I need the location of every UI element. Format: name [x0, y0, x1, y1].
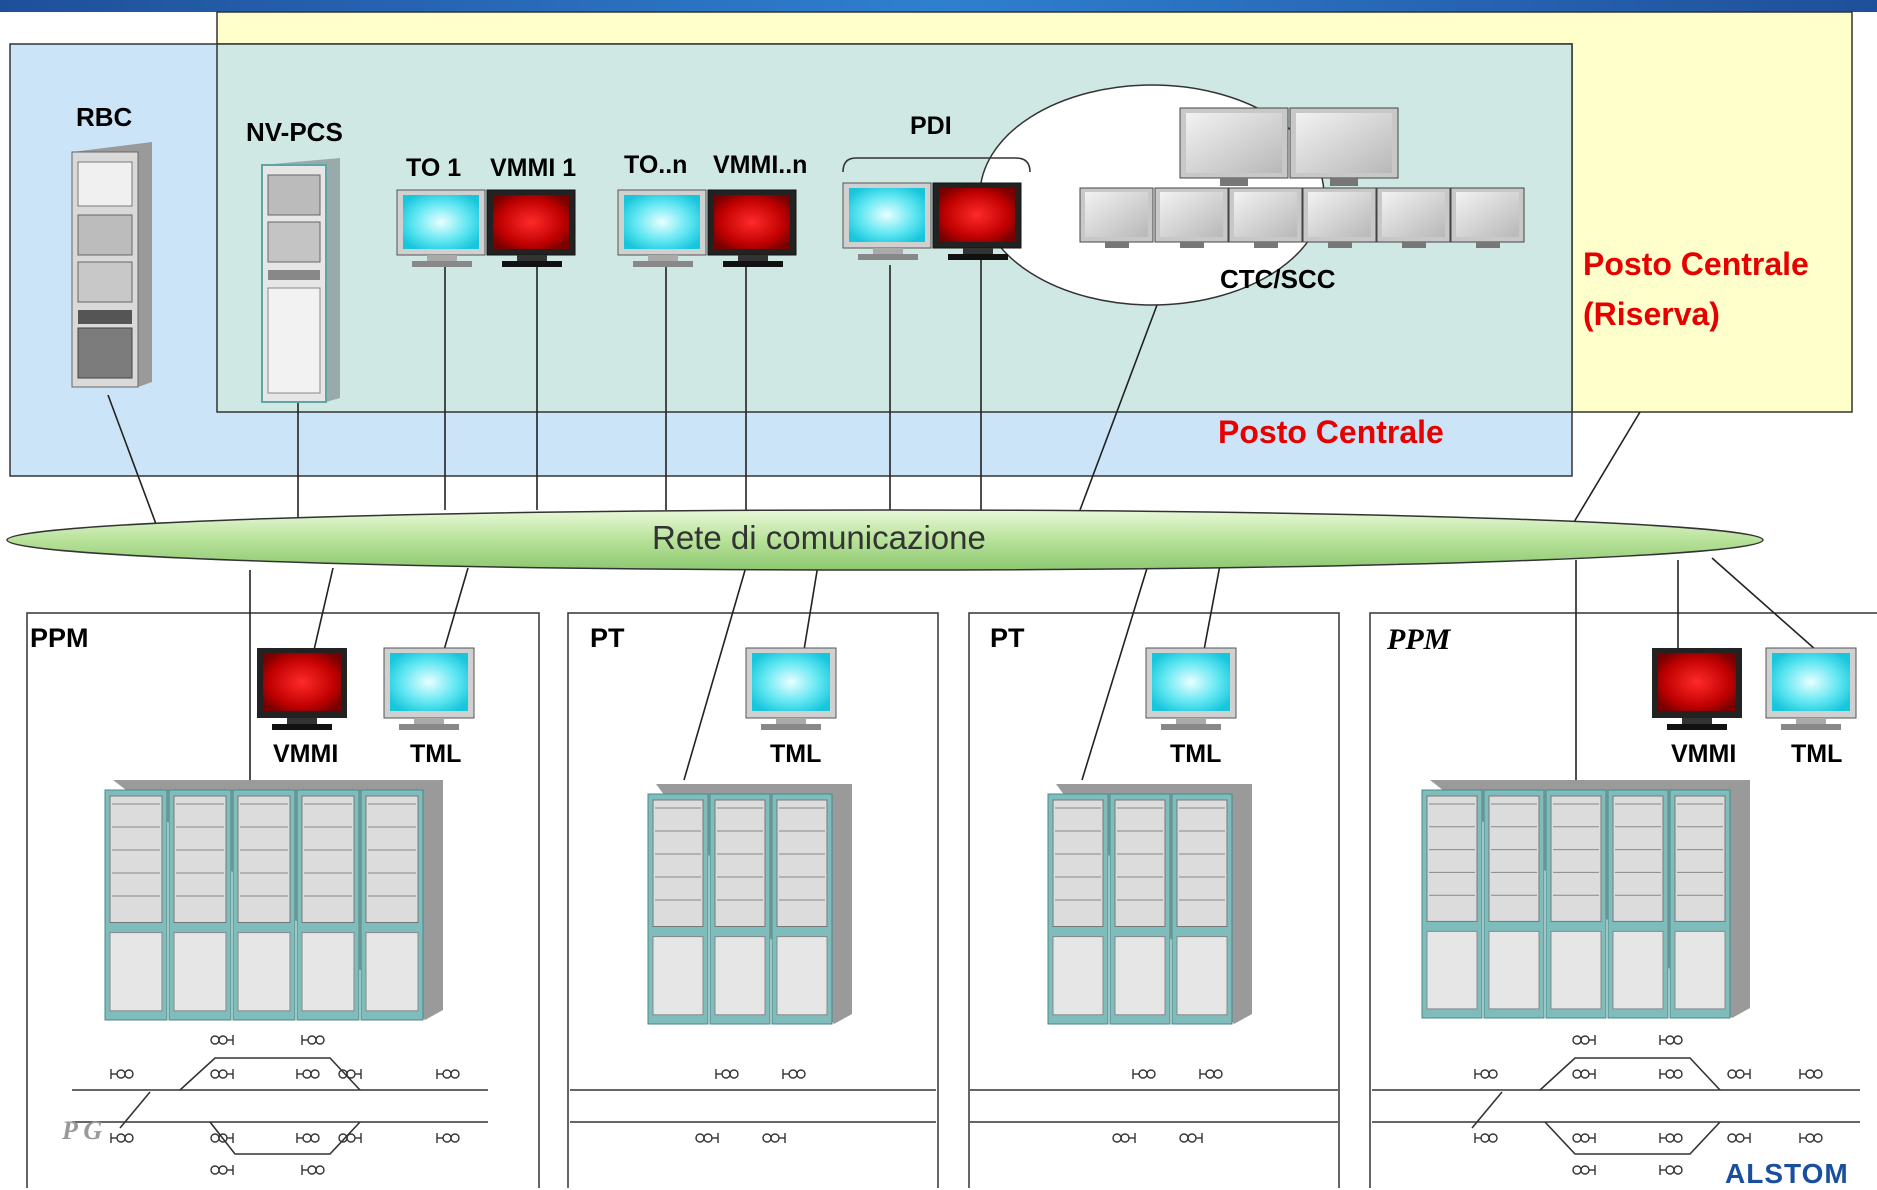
- track-signal-icon: [1799, 1069, 1823, 1079]
- cabinet-row: [1421, 780, 1750, 1019]
- track-signal-icon: [110, 1069, 134, 1079]
- pdi-red-monitor: [932, 182, 1022, 260]
- reserve-title: Posto Centrale: [1583, 246, 1809, 282]
- track-signal-icon: [1199, 1069, 1223, 1079]
- pdi-bracket: [842, 157, 1031, 173]
- central-title: Posto Centrale: [1218, 414, 1444, 450]
- track-signal-icon: [301, 1165, 325, 1175]
- track-signal-icon: [296, 1133, 320, 1143]
- ppm1-vmmi-monitor: [257, 648, 347, 730]
- track-signal-icon: [1572, 1035, 1596, 1045]
- pt2-tml-monitor: [1145, 647, 1237, 730]
- nvpcs-rack-icon: [261, 158, 340, 403]
- ppm1-vmmi-label: VMMI: [273, 740, 339, 768]
- vmmin-monitor: [707, 189, 797, 267]
- track-signal-icon: [1659, 1133, 1683, 1143]
- pt1-tml-monitor: [745, 647, 837, 730]
- track-signal-icon: [1179, 1133, 1203, 1143]
- nvpcs-label: NV-PCS: [246, 117, 343, 147]
- ppm2-vmmi-monitor: [1652, 648, 1742, 730]
- vmmi1-label: VMMI 1: [490, 154, 577, 182]
- track-layouts: [72, 1057, 1860, 1155]
- track-signal-icon: [338, 1133, 362, 1143]
- ppm1-tml-label: TML: [410, 740, 462, 768]
- to1-label: TO 1: [406, 154, 462, 182]
- track-signal-icon: [436, 1133, 460, 1143]
- ppm1-title: PPM: [30, 623, 89, 653]
- upper-links: [107, 255, 1641, 525]
- track-signal-icon: [1659, 1035, 1683, 1045]
- track-signal-icon: [1799, 1133, 1823, 1143]
- ton-label: TO..n: [624, 151, 688, 179]
- ton-monitor: [617, 189, 707, 267]
- cabinet-groups: [104, 780, 1750, 1025]
- track-signal-icon: [762, 1133, 786, 1143]
- network-label: Rete di comunicazione: [652, 519, 986, 556]
- track-signal-icon: [210, 1165, 234, 1175]
- ctc-monitors: [1079, 107, 1525, 248]
- track-signal-icon: [338, 1069, 362, 1079]
- cabinet-row: [104, 780, 443, 1021]
- track-signal-icon: [1572, 1133, 1596, 1143]
- track-signal-icon: [1659, 1069, 1683, 1079]
- pg-mark: P G: [62, 1116, 103, 1145]
- track-signal-icon: [1727, 1133, 1751, 1143]
- track-signal-icon: [210, 1133, 234, 1143]
- rbc-rack-icon: [71, 142, 152, 388]
- track-signal-icon: [1474, 1133, 1498, 1143]
- track-signal-icon: [1727, 1069, 1751, 1079]
- track-signal-icon: [1112, 1133, 1136, 1143]
- pt1-tml-label: TML: [770, 740, 822, 768]
- pdi-cyan-monitor: [842, 182, 932, 260]
- pt1-title: PT: [590, 623, 625, 653]
- track-signal-icon: [210, 1035, 234, 1045]
- reserve-subtitle: (Riserva): [1583, 296, 1720, 332]
- vmmi1-monitor: [486, 189, 576, 267]
- lower-links: [249, 557, 1817, 800]
- ppm2-vmmi-label: VMMI: [1671, 740, 1737, 768]
- track-signal-icon: [695, 1133, 719, 1143]
- track-signals: [110, 1035, 1823, 1175]
- track-signal-icon: [1572, 1165, 1596, 1175]
- vmmin-label: VMMI..n: [713, 151, 808, 179]
- ppm1-tml-monitor: [383, 647, 475, 730]
- track-signal-icon: [1572, 1069, 1596, 1079]
- track-signal-icon: [1474, 1069, 1498, 1079]
- pt2-tml-label: TML: [1170, 740, 1222, 768]
- track-signal-icon: [110, 1133, 134, 1143]
- pdi-label: PDI: [910, 112, 952, 140]
- track-signal-icon: [436, 1069, 460, 1079]
- track-signal-icon: [1659, 1165, 1683, 1175]
- ppm2-tml-label: TML: [1791, 740, 1843, 768]
- ppm2-tml-monitor: [1765, 647, 1857, 730]
- to1-monitor: [396, 189, 486, 267]
- cabinet-row: [1047, 784, 1252, 1025]
- alstom-logo: ALSTOM: [1725, 1158, 1849, 1189]
- track-signal-icon: [210, 1069, 234, 1079]
- ppm2-title: PPM: [1387, 623, 1451, 656]
- track-signal-icon: [715, 1069, 739, 1079]
- ctc-label: CTC/SCC: [1220, 264, 1336, 294]
- track-signal-icon: [782, 1069, 806, 1079]
- cabinet-row: [647, 784, 852, 1025]
- track-signal-icon: [296, 1069, 320, 1079]
- rbc-label: RBC: [76, 102, 133, 132]
- top-bar: [0, 0, 1877, 12]
- track-signal-icon: [1132, 1069, 1156, 1079]
- pt2-title: PT: [990, 623, 1025, 653]
- network-bus: [6, 509, 1764, 571]
- track-signal-icon: [301, 1035, 325, 1045]
